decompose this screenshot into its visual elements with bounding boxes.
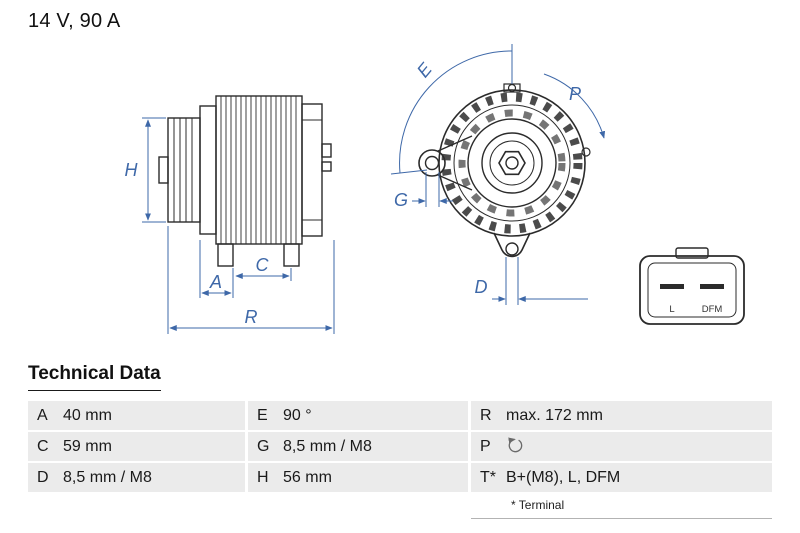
connector-pin-label-l: L <box>669 304 674 315</box>
spec-key: P <box>480 437 491 455</box>
spec-cell-h: H 56 mm <box>248 463 468 492</box>
spec-cell-d: D 8,5 mm / M8 <box>28 463 245 492</box>
spec-cell-e: E 90 ° <box>248 401 468 430</box>
connector-pin-dfm-slot <box>700 284 724 289</box>
spec-key: H <box>257 468 269 486</box>
spec-value: 59 mm <box>63 437 112 455</box>
spec-cell-p: P <box>471 432 772 461</box>
side-view-dimension-lines <box>142 117 335 334</box>
spec-key: R <box>480 406 492 424</box>
dim-label-p: P <box>569 84 581 104</box>
spec-value: 8,5 mm / M8 <box>283 437 372 455</box>
spec-value: 90 ° <box>283 406 312 424</box>
spec-value: max. 172 mm <box>506 406 603 424</box>
spec-key: E <box>257 406 268 424</box>
spec-key: T* <box>480 468 496 486</box>
dim-label-c: C <box>256 255 270 275</box>
technical-data-table: A 40 mm E 90 ° R max. 172 mm C 59 mm G 8… <box>28 401 772 519</box>
connector-pin-label-dfm: DFM <box>702 304 723 315</box>
spec-cell-c: C 59 mm <box>28 432 245 461</box>
technical-data-section: Technical Data A 40 mm E 90 ° R max. 172… <box>28 363 772 519</box>
spec-key: D <box>37 468 49 486</box>
spec-key: A <box>37 406 48 424</box>
alternator-side-view <box>158 95 332 267</box>
spec-value: 56 mm <box>283 468 332 486</box>
alternator-front-view <box>418 83 591 258</box>
spec-cell-r: R max. 172 mm <box>471 401 772 430</box>
spec-key: C <box>37 437 49 455</box>
spec-value: B+(M8), L, DFM <box>506 468 621 486</box>
dim-label-a: A <box>209 272 222 292</box>
spec-cell-g: G 8,5 mm / M8 <box>248 432 468 461</box>
spec-key: G <box>257 437 270 455</box>
terminal-footnote: * Terminal <box>471 494 772 519</box>
spec-value: 40 mm <box>63 406 112 424</box>
dim-label-d: D <box>475 277 488 297</box>
spec-cell-a: A 40 mm <box>28 401 245 430</box>
connector-diagram <box>639 247 745 325</box>
spec-cell-t: T* B+(M8), L, DFM <box>471 463 772 492</box>
connector-pin-l-slot <box>660 284 684 289</box>
dim-label-e: E <box>413 58 437 81</box>
dim-label-g: G <box>394 190 408 210</box>
dim-label-h: H <box>125 160 139 180</box>
rotation-direction-icon <box>506 437 772 456</box>
technical-drawing: H A C R <box>125 44 745 334</box>
voltage-amperage-rating: 14 V, 90 A <box>28 10 121 32</box>
spec-value: 8,5 mm / M8 <box>63 468 152 486</box>
section-title: Technical Data <box>28 363 161 391</box>
front-view-dimension-lines <box>390 44 606 305</box>
dim-label-r: R <box>245 307 258 327</box>
